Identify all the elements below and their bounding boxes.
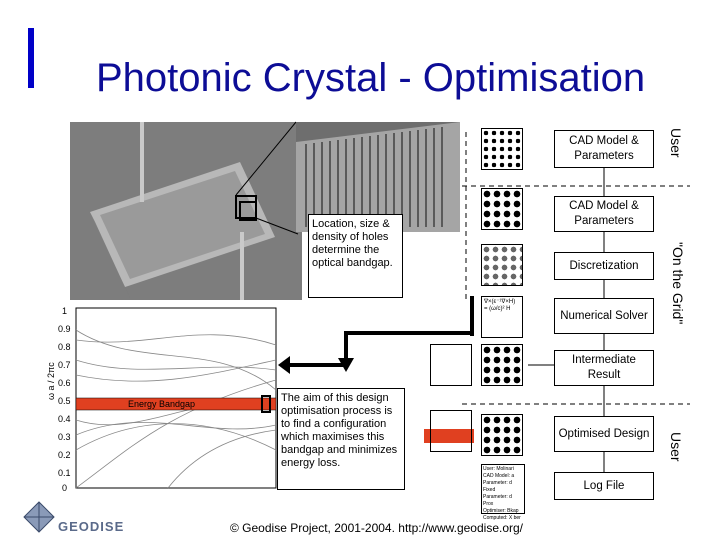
log-line-2: Parameter: d Fixed [483,480,512,493]
thumb-discretization [481,244,523,286]
log-line-1: CAD Model: a [483,473,515,479]
band-diagram: Energy Bandgap ω a / 2πc 1 0.9 0.8 0.7 0… [46,300,283,495]
log-file-box: Log File [554,472,654,500]
y-tick-5: 0.5 [58,396,71,406]
cad-model-box-1: CAD Model & Parameters [554,130,654,168]
geodise-logo-text: GEODISE [58,519,125,534]
log-snippet: User: Molinari CAD Model: a Parameter: d… [481,464,525,521]
sem-photo [70,122,302,300]
discretization-box: Discretization [554,252,654,280]
title-accent-bar [28,28,34,88]
thumb-cad2 [481,188,523,230]
y-tick-1: 0.9 [58,324,71,334]
aim-annotation: The aim of this design optimisation proc… [277,388,405,490]
thumb-optimised-a [430,410,472,452]
y-tick-10: 0 [62,483,68,493]
y-tick-3: 0.7 [58,360,71,370]
page-title: Photonic Crystal - Optimisation [96,56,646,100]
band-diagram-graphic [75,307,277,489]
y-tick-0: 1 [62,306,68,316]
y-axis-label: ω a / 2πc [46,362,56,400]
user-label-top: User [668,128,684,158]
intermediate-result-box: Intermediate Result [554,350,654,386]
y-tick-4: 0.6 [58,378,71,388]
numerical-solver-box: Numerical Solver [554,298,654,334]
y-tick-2: 0.8 [58,342,71,352]
thumb-intermediate-a [430,344,472,386]
footer-copyright: © Geodise Project, 2001-2004. http://www… [230,521,524,535]
holes-annotation: Location, size & density of holes determ… [308,214,403,298]
y-tick-8: 0.2 [58,450,71,460]
on-the-grid-label: "On the Grid" [670,242,686,325]
y-tick-9: 0.1 [58,468,71,478]
cad-model-box-2: CAD Model & Parameters [554,196,654,232]
y-tick-7: 0.3 [58,432,71,442]
geodise-logo-icon [23,501,55,533]
sem-photo-graphic [70,122,302,300]
thumb-optimised-b [481,414,523,456]
thumb-cad1 [481,128,523,170]
sem-zoom-graphic [296,122,460,232]
log-line-4: Optimiser: Bkap [483,508,519,514]
thumb-intermediate-b [481,344,523,386]
thumb-solver: ∇×(ε⁻¹∇×H) = (ω/c)² H [481,296,523,338]
log-line-0: User: Molinari [483,466,514,472]
log-line-3: Parameter: d Prox [483,494,512,507]
user-label-bottom: User [668,432,684,462]
bandgap-label: Energy Bandgap [128,399,196,409]
optimised-design-box: Optimised Design [554,416,654,452]
sem-zoom-photo [296,122,460,232]
y-tick-6: 0.4 [58,414,71,424]
log-line-5: Computed: X ber [483,515,521,521]
geodise-logo [22,500,56,534]
